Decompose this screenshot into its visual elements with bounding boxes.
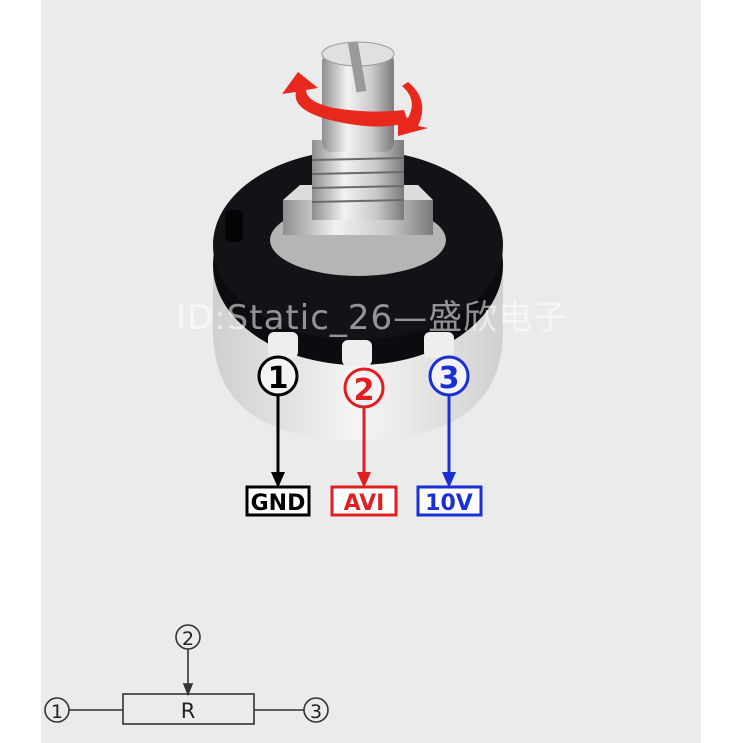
rotation-arrow-icon <box>282 72 428 136</box>
pin-3-callout: 3 10V <box>416 355 483 517</box>
schematic-pin-2: 2 <box>182 628 194 650</box>
pin-2-callout: 2 AVI <box>330 367 398 517</box>
pin-label-avi: AVI <box>344 491 385 516</box>
resistor-schematic <box>44 624 329 725</box>
resistor-label: R <box>181 699 196 723</box>
pin-1-callout: 1 GND <box>245 355 311 517</box>
svg-text:2: 2 <box>354 373 375 408</box>
watermark: ID:Static_26—盛欣电子 <box>176 298 569 338</box>
pin-label-10v: 10V <box>425 491 473 516</box>
schematic-pin-1: 1 <box>51 701 63 723</box>
pin-label-gnd: GND <box>251 491 306 516</box>
svg-text:3: 3 <box>439 361 460 396</box>
svg-text:1: 1 <box>268 361 289 396</box>
schematic-pin-3: 3 <box>310 701 322 723</box>
